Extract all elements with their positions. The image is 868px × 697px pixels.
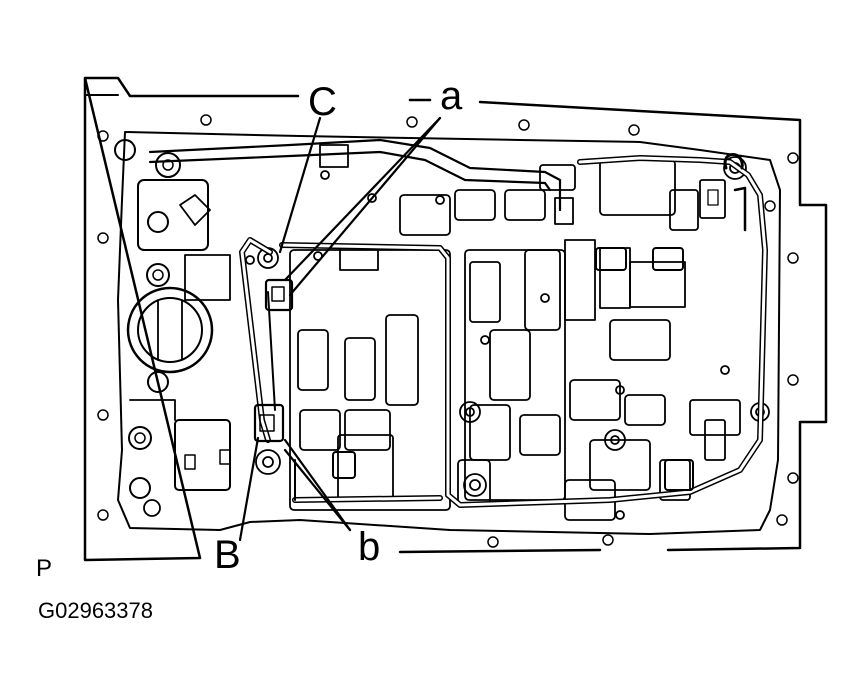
leader-line-b-lower-2 (283, 448, 352, 532)
connector-b-lower (253, 403, 285, 443)
leader-line-b-upper (238, 436, 260, 542)
leader-line-c (278, 116, 322, 254)
housing-outline (83, 76, 828, 562)
wire-harness (239, 155, 768, 508)
leader-line-a-lower (288, 116, 442, 297)
inner-plate-outline (117, 131, 781, 535)
upper-rail (148, 138, 562, 212)
leader-line-a-upper (283, 116, 442, 282)
connector-a-upper (264, 278, 294, 312)
callout-label-a: a (440, 74, 463, 118)
callout-label-b-lower: b (358, 525, 381, 569)
callout-label-c: C (308, 80, 337, 124)
figure-code: G02963378 (38, 598, 153, 623)
view-marker: P (36, 555, 53, 582)
callout-label-b-upper: B (214, 533, 241, 577)
